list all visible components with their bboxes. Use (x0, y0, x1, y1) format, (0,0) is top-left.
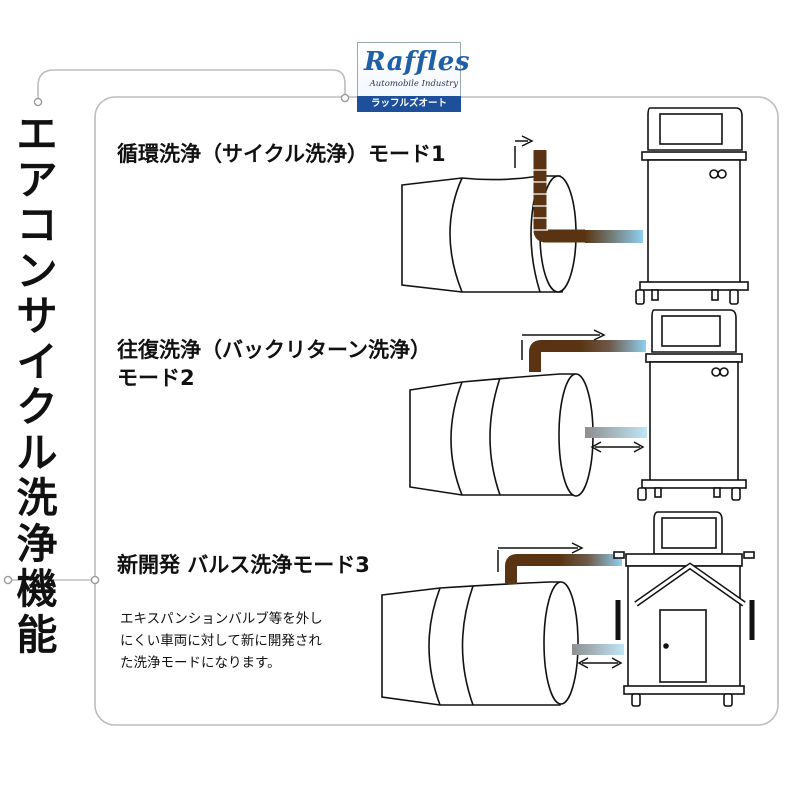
mode2-flow (521, 329, 647, 453)
frame-node (340, 93, 350, 103)
vertical-title-char: 浄 (16, 519, 58, 568)
frame-node (3, 575, 13, 585)
mode1-machine (635, 107, 749, 305)
description-line: エキスパンションバルブ等を外し (120, 611, 323, 627)
vertical-title-char: ア (16, 155, 58, 204)
mode2-title-line: 往復洗浄（バックリターン洗浄） (117, 338, 431, 362)
vertical-title: エ ア コ ン サ イ ク ル 洗 浄 機 能 (6, 110, 68, 659)
mode3-description: エキスパンションバルブ等を外し にくい車両に対して新に開発され た洗浄モードにな… (120, 608, 390, 674)
vertical-title-char: サ (16, 292, 58, 340)
frame-top-link (37, 69, 346, 100)
logo-wordmark: Raffles (364, 47, 470, 77)
vertical-title-char: 機 (16, 565, 58, 613)
vertical-title-char: イ (16, 337, 58, 386)
logo-box: Raffles Automobile Industry (357, 42, 470, 98)
vertical-title-char: ン (16, 246, 58, 295)
mode1-title-line: 循環洗浄（サイクル洗浄）モード1 (117, 142, 446, 166)
mode3-title: 新開発 バルス洗浄モード3 (117, 551, 370, 579)
frame-nodes (3, 93, 350, 585)
mode2-pipe (409, 373, 594, 497)
vertical-title-char: エ (16, 110, 58, 158)
mode2-title-line: モード2 (117, 366, 195, 390)
frame-node (33, 97, 43, 107)
mode2-machine (637, 309, 747, 501)
vertical-title-char: 能 (16, 610, 58, 659)
mode3-machine (613, 511, 755, 707)
mode3-flow (497, 542, 624, 669)
mode3-title-line: 新開発 バルス洗浄モード3 (117, 553, 370, 577)
raffles-logo: Raffles Automobile Industry ラッフルズオート (357, 42, 470, 112)
logo-subtitle: Automobile Industry (369, 79, 458, 89)
logo-katakana: ラッフルズオート (357, 96, 461, 112)
vertical-title-char: コ (16, 201, 58, 249)
mode2-title: 往復洗浄（バックリターン洗浄） モード2 (117, 336, 431, 392)
mode3-pipe (381, 581, 579, 706)
vertical-title-char: 洗 (16, 474, 58, 522)
mode1-title: 循環洗浄（サイクル洗浄）モード1 (117, 140, 446, 168)
description-line: にくい車両に対して新に開発され (120, 633, 322, 649)
vertical-title-char: ル (16, 428, 58, 477)
description-line: た洗浄モードになります。 (120, 655, 281, 671)
frame-node (90, 575, 100, 585)
mode1-flow (514, 135, 643, 243)
vertical-title-char: ク (16, 383, 58, 431)
